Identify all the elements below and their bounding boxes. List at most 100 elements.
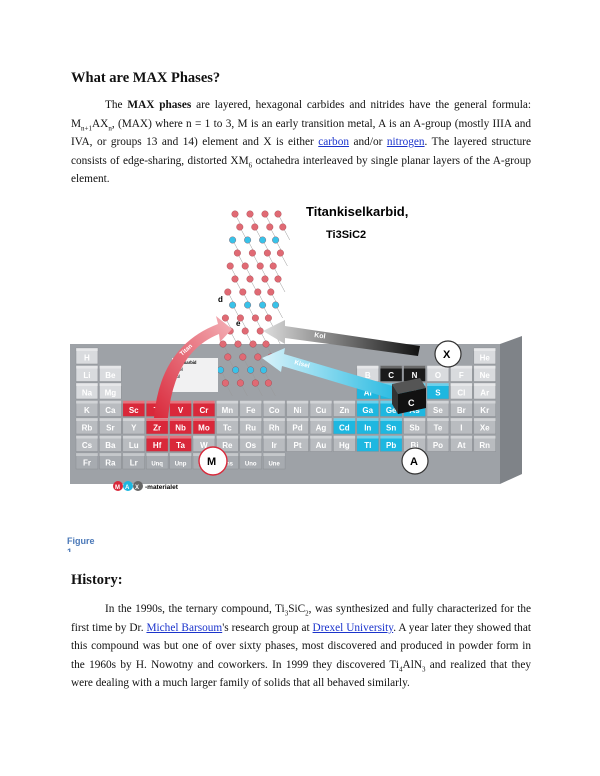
element-symbol: Cd xyxy=(339,424,350,433)
element-cell-rh: Rh xyxy=(262,417,286,435)
link-michel-barsoum[interactable]: Michel Barsoum xyxy=(146,621,223,634)
figure-illustration: HHeLiBeBCNOFNeNaMgAlSiPSClArKCaScTiVCrMn… xyxy=(70,204,522,491)
element-cell-f: F xyxy=(450,365,473,382)
element-cell-xe: Xe xyxy=(473,417,496,435)
element-symbol: Cl xyxy=(457,389,465,398)
element-cell-ne: Ne xyxy=(473,365,496,382)
atom-titan xyxy=(239,288,247,296)
atom-kisel xyxy=(272,301,280,309)
element-symbol: I xyxy=(460,424,462,433)
svg-text:M: M xyxy=(115,485,120,491)
element-cell-ar: Ar xyxy=(473,382,496,400)
element-symbol: Re xyxy=(222,441,233,450)
mini-legend-item-1: Titankarbid xyxy=(174,360,197,365)
element-cell-ga: Ga xyxy=(356,400,379,417)
element-symbol: Y xyxy=(131,424,137,433)
atom-titan xyxy=(254,288,262,296)
element-symbol: Pd xyxy=(292,424,302,433)
element-symbol: Rh xyxy=(269,424,280,433)
element-cell-br: Br xyxy=(450,400,473,417)
element-symbol: Sc xyxy=(129,406,139,415)
table-slab-side xyxy=(500,336,522,484)
element-cell-be: Be xyxy=(99,365,122,382)
element-symbol: Ra xyxy=(105,459,116,468)
element-cell-ra: Ra xyxy=(99,452,122,470)
element-symbol: Cr xyxy=(200,406,209,415)
link-nitrogen[interactable]: nitrogen xyxy=(386,136,425,149)
element-cell-li: Li xyxy=(75,365,99,382)
element-symbol: W xyxy=(200,441,208,450)
atom-titan xyxy=(241,327,249,335)
atom-titan xyxy=(248,249,256,257)
crystal-label-d: d xyxy=(218,295,223,304)
element-symbol: Ni xyxy=(294,406,302,415)
element-symbol: Sb xyxy=(409,424,419,433)
element-symbol: Rn xyxy=(479,441,490,450)
element-symbol: Bi xyxy=(411,441,419,450)
a-badge-label: A xyxy=(410,456,418,468)
atom-titan xyxy=(221,379,229,387)
element-symbol: Ir xyxy=(271,441,276,450)
element-cell-c: C xyxy=(379,365,403,382)
element-cell-hf: Hf xyxy=(145,435,169,452)
element-symbol: Sn xyxy=(386,424,396,433)
figure-formula: Ti3SiC2 xyxy=(326,229,366,241)
element-cell-sr: Sr xyxy=(99,417,122,435)
element-symbol: Hg xyxy=(339,441,350,450)
element-cell-uno: Uno xyxy=(239,452,262,470)
atom-titan xyxy=(241,262,249,270)
crystal-structure xyxy=(217,210,291,397)
element-symbol: Br xyxy=(457,406,466,415)
element-cell-re: Re xyxy=(216,435,239,452)
figure-title: Titankiselkarbid, xyxy=(306,204,408,219)
carbon-cube-label: C xyxy=(408,398,415,408)
term-max-phases: MAX phases xyxy=(127,99,192,111)
element-symbol: Os xyxy=(245,441,256,450)
element-symbol: K xyxy=(84,406,90,415)
element-symbol: Se xyxy=(433,406,443,415)
element-symbol: Cu xyxy=(316,406,327,415)
element-symbol: Ru xyxy=(245,424,256,433)
atom-titan xyxy=(246,210,254,218)
element-cell-hg: Hg xyxy=(333,435,356,452)
atom-titan xyxy=(267,288,275,296)
element-cell-rb: Rb xyxy=(75,417,99,435)
atom-kisel xyxy=(260,366,268,374)
element-cell-nb: Nb xyxy=(169,417,192,435)
element-symbol: Zn xyxy=(339,406,349,415)
element-symbol: Ge xyxy=(386,406,397,415)
link-drexel-university[interactable]: Drexel University xyxy=(312,621,394,634)
element-cell-sn: Sn xyxy=(379,417,403,435)
element-symbol: Uns xyxy=(222,462,234,468)
element-cell-cr: Cr xyxy=(192,400,216,417)
element-cell-ba: Ba xyxy=(99,435,122,452)
link-carbon[interactable]: carbon xyxy=(318,136,350,149)
max-legend: M A X -materialet xyxy=(113,481,179,491)
element-cell-sc: Sc xyxy=(122,400,145,417)
atom-titan xyxy=(236,314,244,322)
atom-titan xyxy=(263,249,271,257)
atom-titan xyxy=(236,379,244,387)
element-cell-cl: Cl xyxy=(450,382,473,400)
element-symbol: Au xyxy=(316,441,327,450)
atom-titan xyxy=(233,249,241,257)
svg-text:A: A xyxy=(125,485,130,491)
element-symbol: Nb xyxy=(175,424,186,433)
atom-titan xyxy=(234,340,242,348)
element-symbol: Pb xyxy=(386,441,396,450)
element-symbol: Al xyxy=(364,389,372,398)
element-symbol: Fr xyxy=(83,459,91,468)
atom-titan xyxy=(279,223,287,231)
element-cell-fe: Fe xyxy=(239,400,262,417)
element-symbol: C xyxy=(388,371,394,380)
element-symbol: Lu xyxy=(129,441,139,450)
element-cell-te: Te xyxy=(426,417,450,435)
element-symbol: Ca xyxy=(105,406,116,415)
element-symbol: Cs xyxy=(82,441,93,450)
atom-kisel xyxy=(232,366,240,374)
element-cell-pt: Pt xyxy=(286,435,309,452)
arrow-kol: Kol xyxy=(263,320,420,356)
element-cell-cu: Cu xyxy=(309,400,333,417)
element-symbol: Tc xyxy=(223,424,232,433)
